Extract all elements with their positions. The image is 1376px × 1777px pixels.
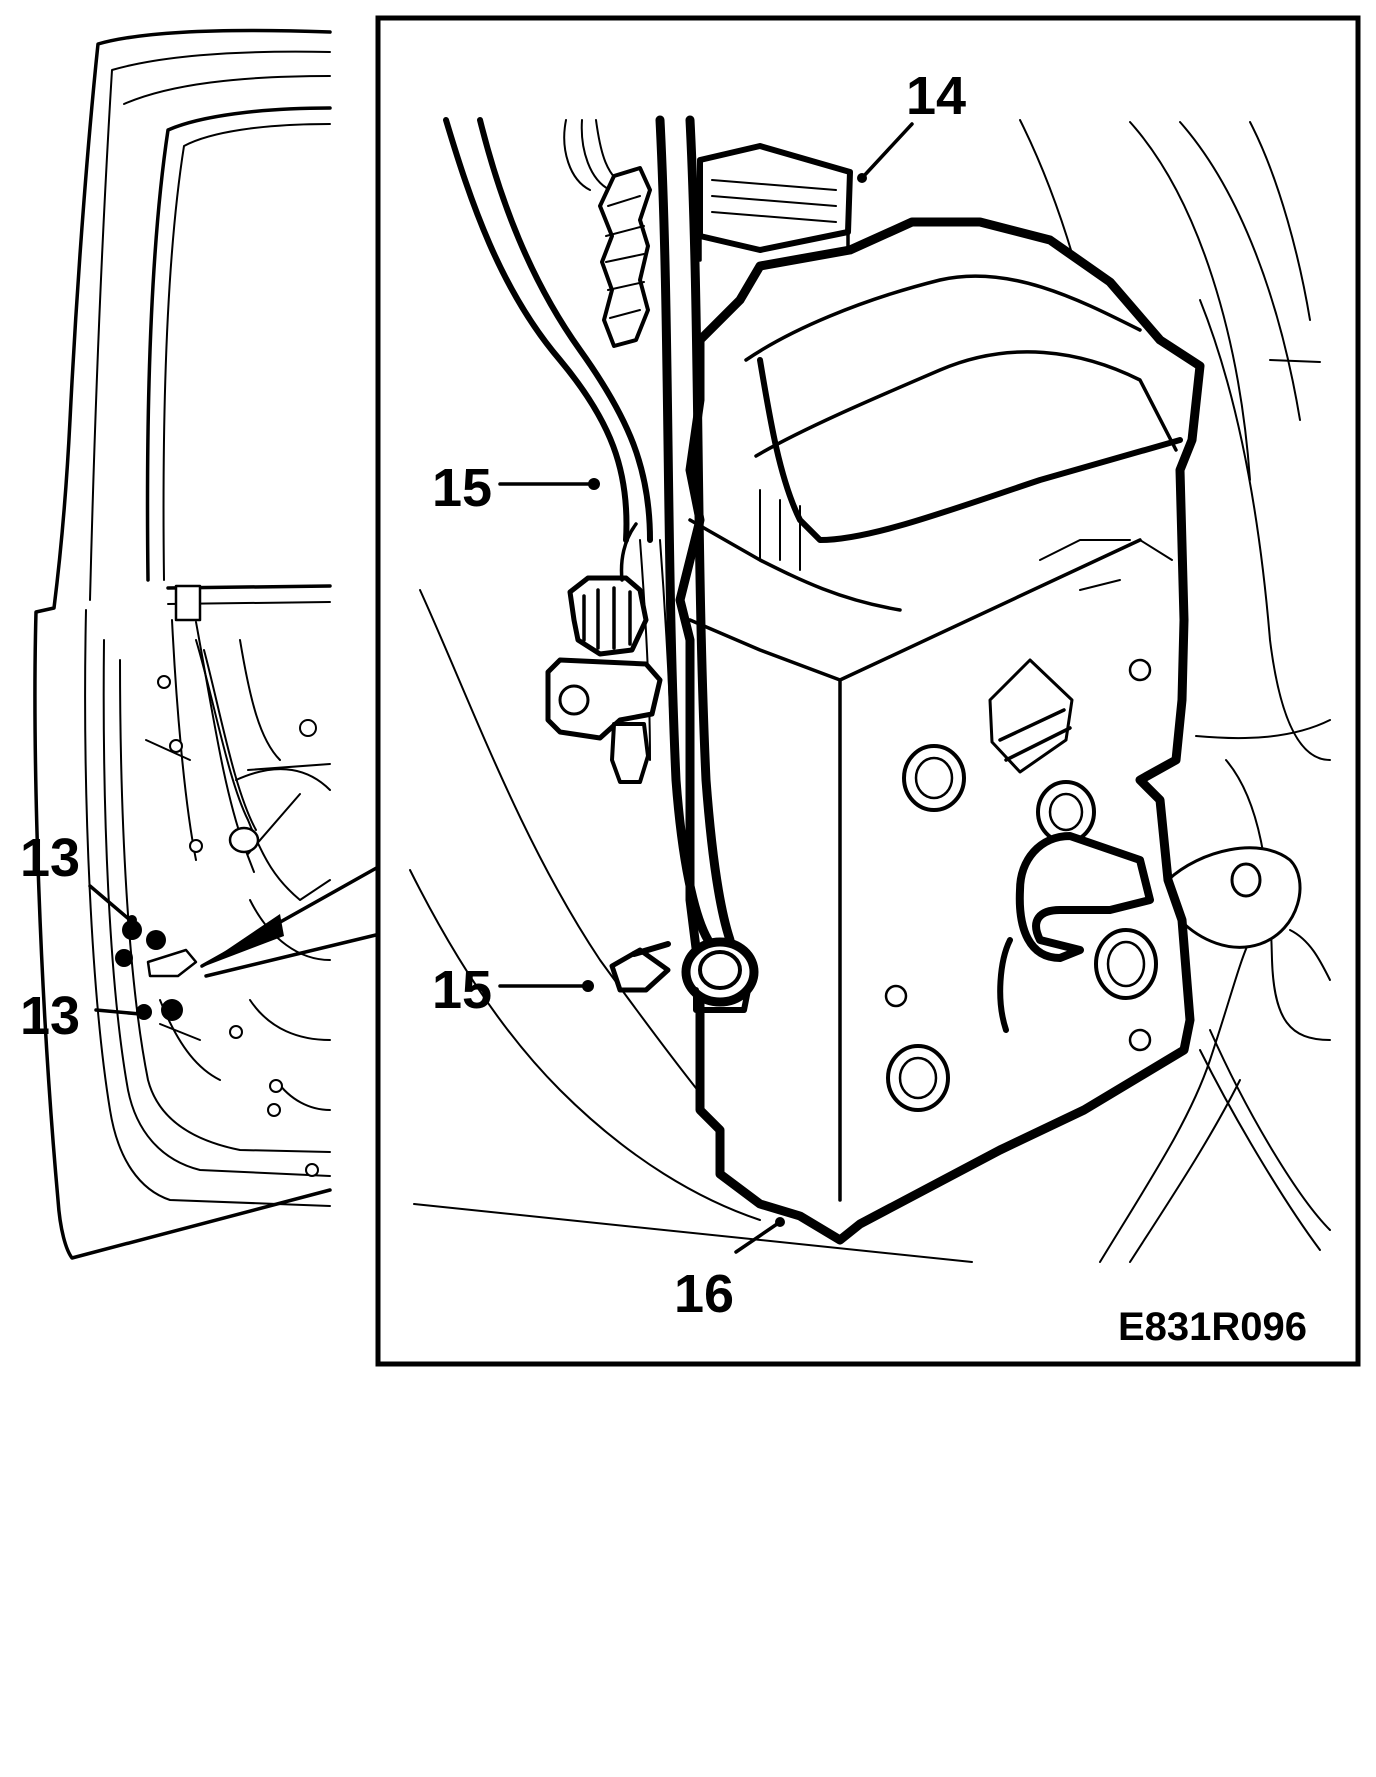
door-overview [33, 28, 382, 1260]
callout-15-lower: 15 [432, 960, 492, 1020]
rod-clip-upper [545, 522, 663, 784]
callout-16: 16 [674, 1264, 734, 1324]
rod-clip-lower [609, 937, 759, 1013]
callout-14: 14 [906, 66, 966, 126]
connector [598, 166, 652, 348]
callout-leaders [498, 122, 914, 1254]
callout-13-lower: 13 [20, 986, 80, 1046]
callout-labels: 13 13 14 15 15 16 E831R096 [20, 66, 1307, 1349]
lock-body [675, 217, 1205, 1245]
figure-code: E831R096 [1118, 1305, 1307, 1349]
callout-13-upper: 13 [20, 828, 80, 888]
door-lock-detail [409, 115, 1331, 1263]
callout-15-upper: 15 [432, 458, 492, 518]
lock-actuator-top [697, 143, 853, 262]
